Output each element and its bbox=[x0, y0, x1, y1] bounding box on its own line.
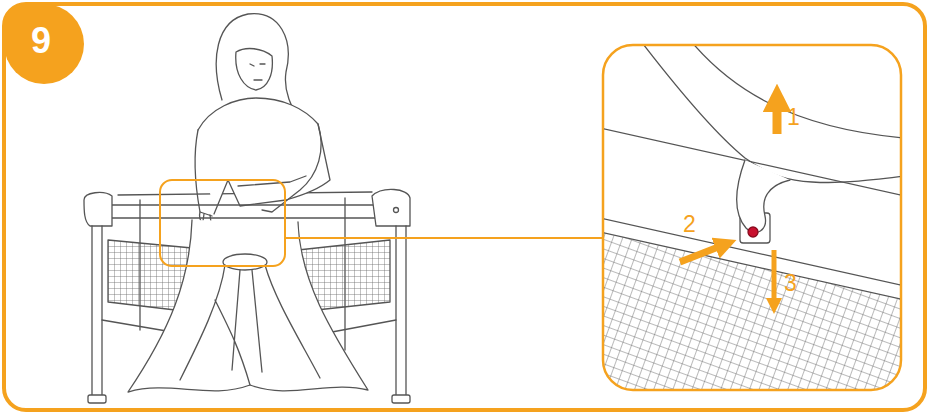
step-frame bbox=[4, 4, 925, 410]
callout-number: 2 bbox=[683, 213, 696, 236]
callout-number: 3 bbox=[784, 272, 797, 295]
zoom-callout bbox=[160, 180, 285, 266]
leader-line bbox=[285, 237, 603, 239]
detail-view bbox=[604, 46, 900, 389]
step-number: 9 bbox=[0, 0, 90, 90]
step-badge: 9 bbox=[0, 0, 90, 90]
motion-arrows bbox=[680, 98, 777, 306]
callout-number: 1 bbox=[787, 106, 800, 129]
playard-and-parent bbox=[84, 14, 410, 403]
